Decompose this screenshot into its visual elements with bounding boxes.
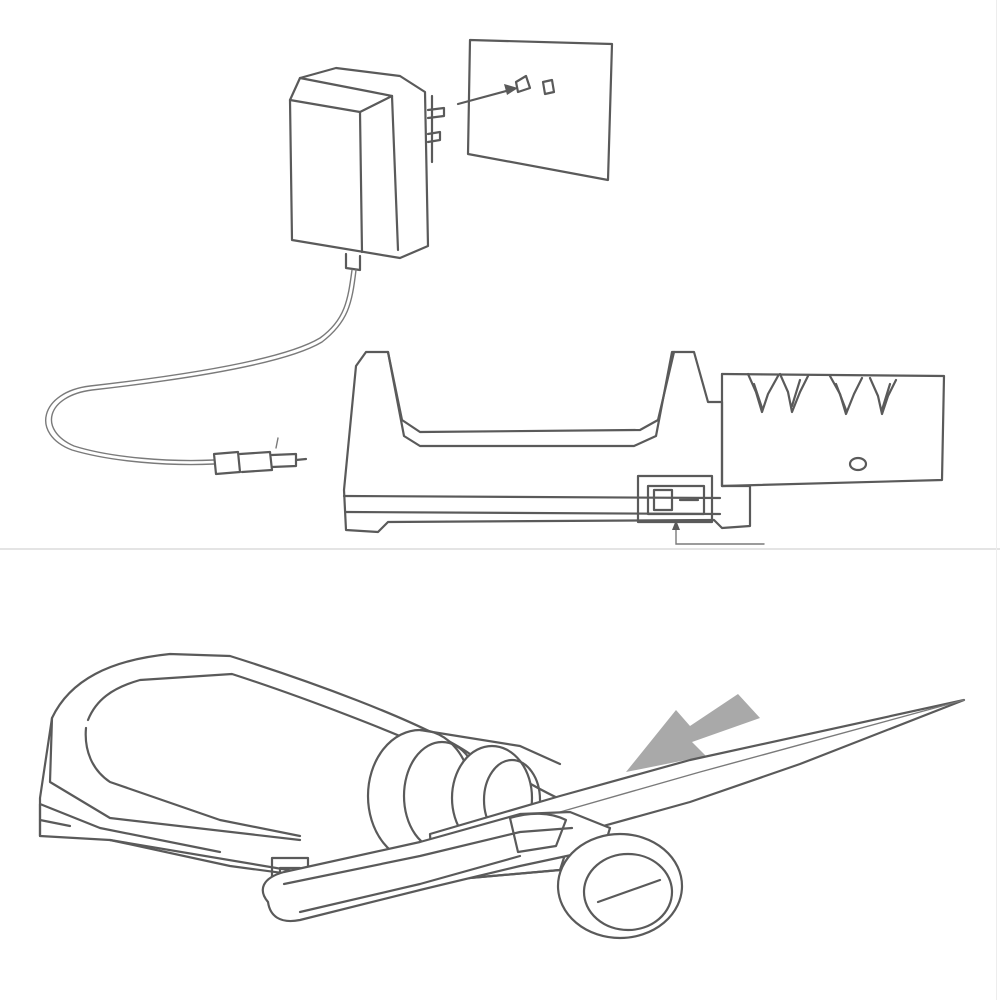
socket-hole-left <box>514 74 532 94</box>
wall-socket <box>466 38 614 182</box>
module-hole <box>848 456 868 472</box>
knife-handle <box>261 810 684 940</box>
panel-divider <box>0 548 1000 550</box>
sharpening-slot-2 <box>778 372 810 414</box>
usage-illustration <box>38 652 966 940</box>
dc-plug <box>212 437 308 476</box>
setup-illustration <box>45 38 946 545</box>
direction-arrow-icon <box>626 694 760 772</box>
power-adapter <box>288 66 446 272</box>
socket-hole-right <box>541 78 556 96</box>
power-switch <box>646 484 706 516</box>
sharpening-slot-4 <box>868 376 898 416</box>
plug-in-arrow-icon <box>456 84 518 106</box>
sharpener-base <box>342 350 765 545</box>
right-edge-line <box>996 0 997 1000</box>
usage-panel <box>0 550 1000 1000</box>
power-cable <box>45 269 357 466</box>
sharpening-slot-1 <box>746 372 780 414</box>
setup-panel <box>45 38 946 545</box>
sharpening-module <box>720 372 946 488</box>
